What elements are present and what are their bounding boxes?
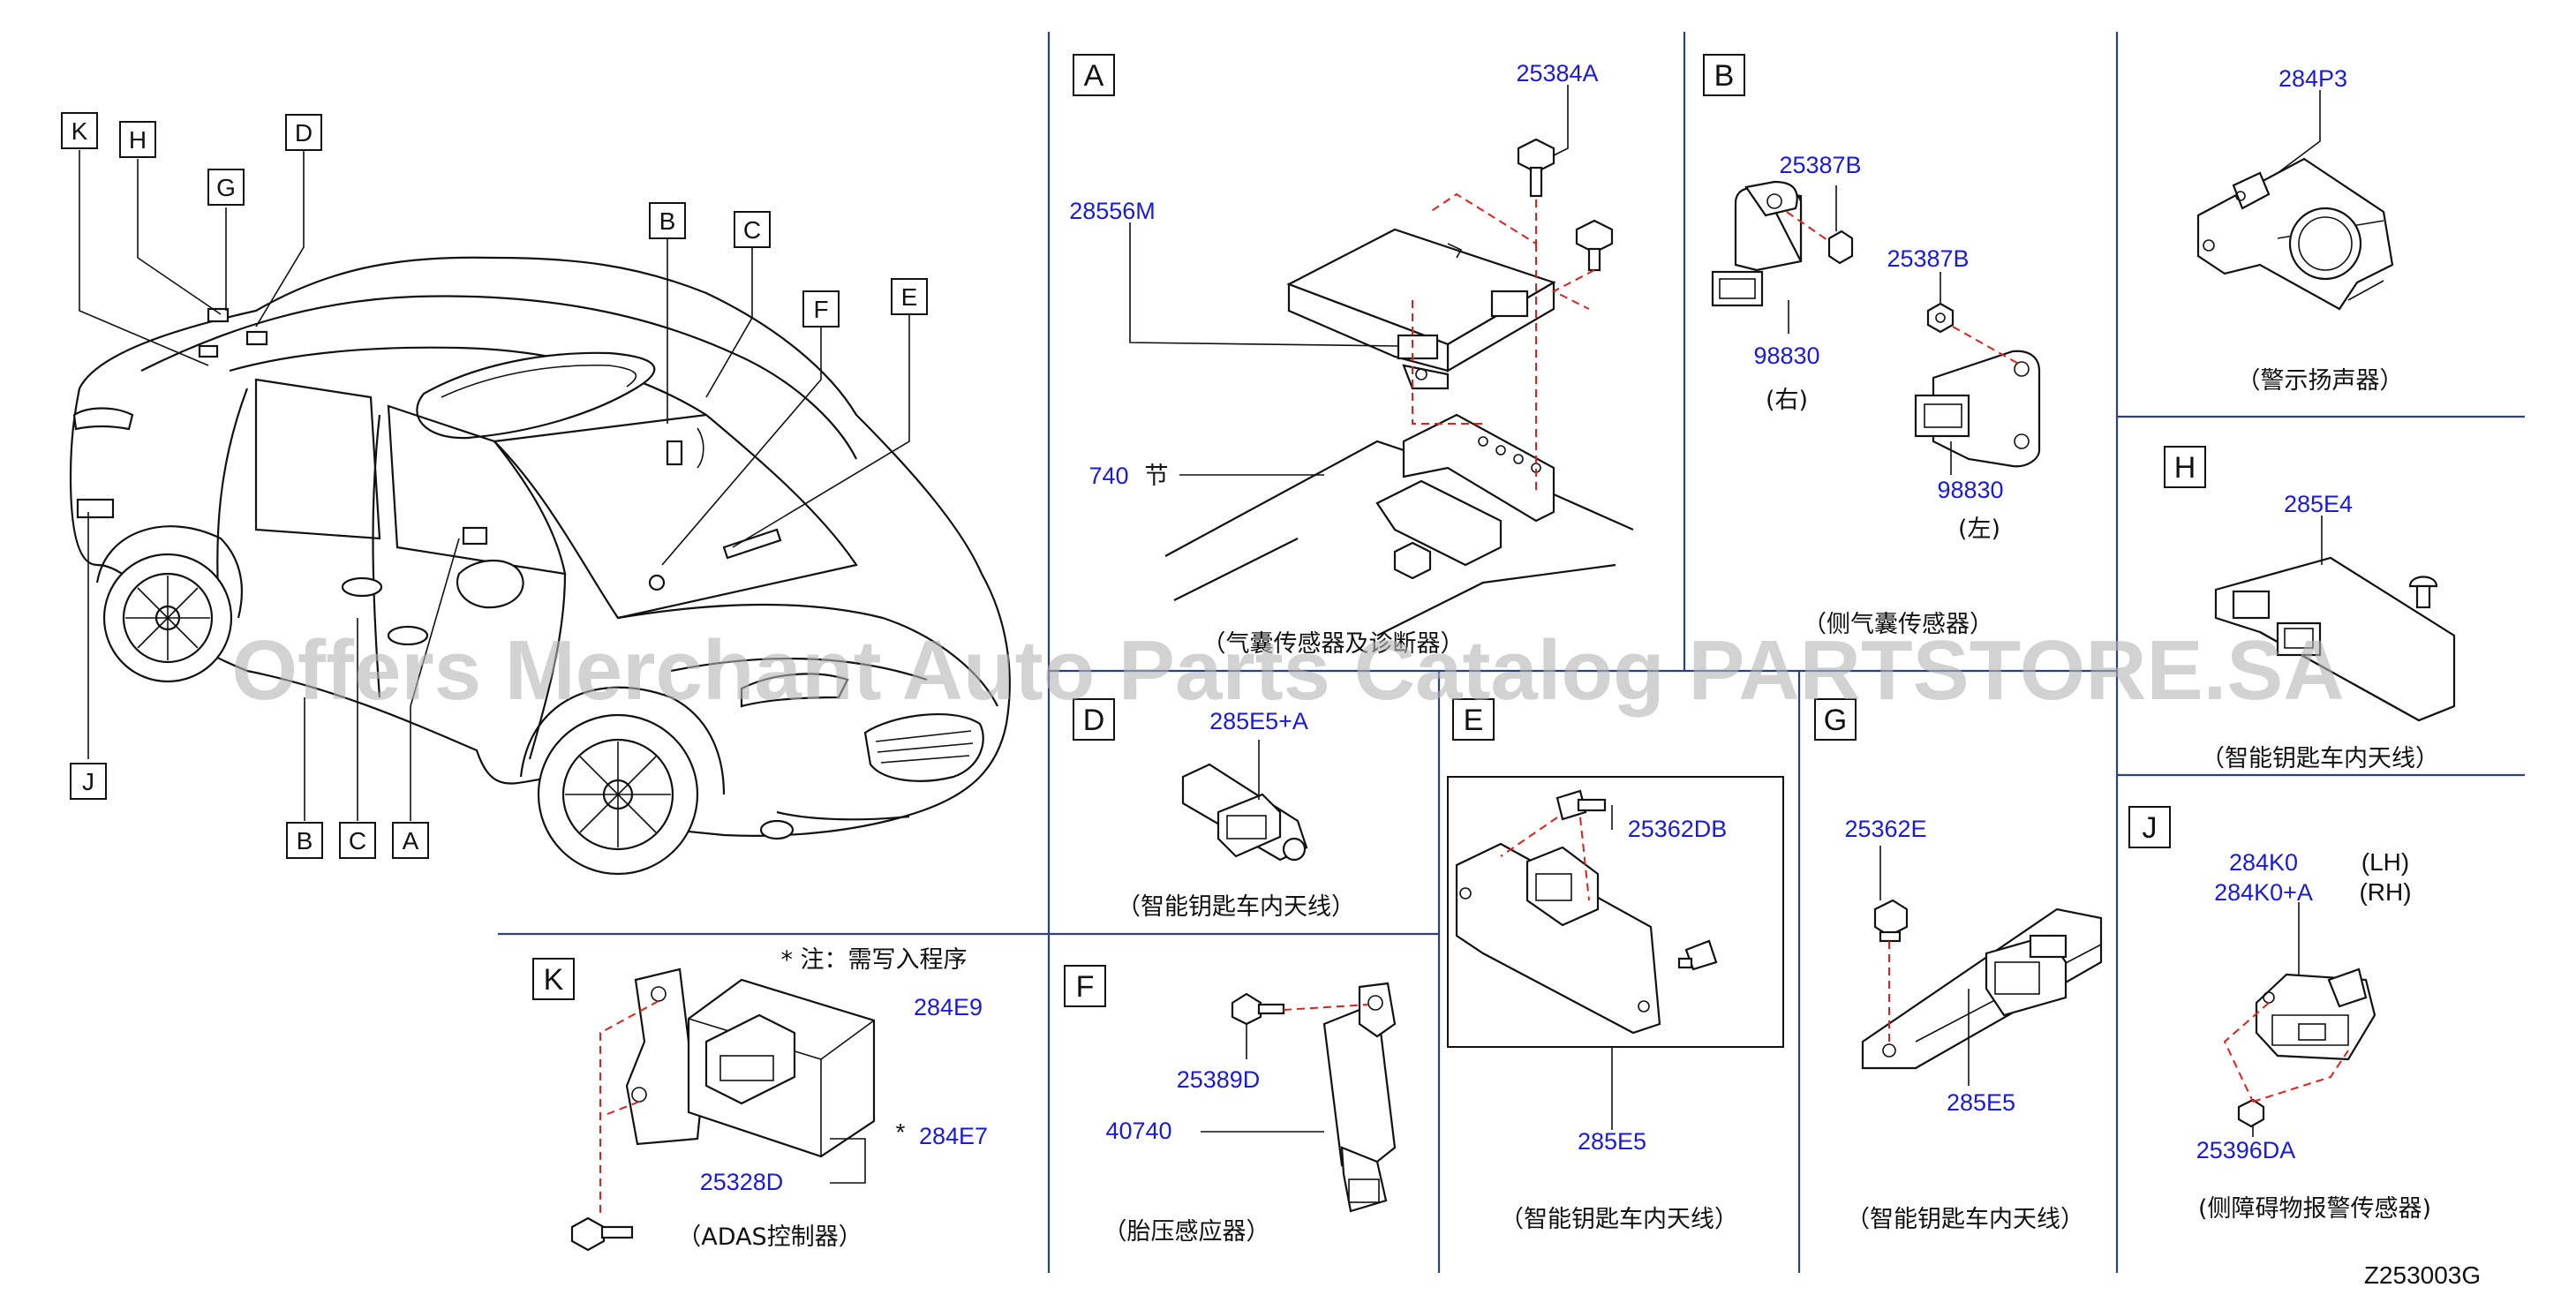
- section-e: E 25362DB 285E5 （智能钥匙车内天线）: [1447, 698, 1784, 1233]
- vehicle-callout-letter: E: [901, 283, 918, 311]
- section-b-letter-box: [1703, 54, 1745, 96]
- part-number-285E4: 285E4: [2284, 491, 2353, 517]
- part-number-25387B-left: 25387B: [1887, 245, 1969, 272]
- section-k-star: *: [896, 1118, 906, 1146]
- section-e-letter-box: [1452, 698, 1495, 741]
- part-number-98830-left: 98830: [1937, 477, 2003, 503]
- programming-note: * 注：需写入程序: [780, 946, 967, 974]
- section-g-letter: G: [1824, 704, 1847, 737]
- vehicle-callout-box: [207, 169, 245, 206]
- part-number-25389D: 25389D: [1177, 1066, 1261, 1093]
- section-b-side-right: (右): [1766, 387, 1808, 414]
- vehicle-callout-box: [339, 822, 376, 859]
- section-warning-speaker-caption: （警示扬声器）: [2237, 367, 2404, 395]
- part-number-284P3: 284P3: [2278, 65, 2347, 92]
- vehicle-callout-box: [649, 202, 686, 239]
- part-number-285E5+A: 285E5+A: [1209, 708, 1308, 734]
- vehicle-callout-box: [392, 822, 429, 859]
- section-g: G 25362E 285E5 （智能钥匙车内天线）: [1814, 698, 2103, 1233]
- section-j-letter: J: [2143, 811, 2158, 845]
- vehicle-callout-box: [285, 114, 322, 151]
- vehicle-callout-letter: H: [129, 126, 147, 154]
- watermark-text: Offers Merchant Auto Parts Catalog PARTS…: [231, 623, 2344, 718]
- part-number-25387B-right: 25387B: [1779, 152, 1861, 178]
- vehicle-callout-box: [891, 278, 928, 315]
- section-a-ref-number: 740: [1088, 463, 1128, 489]
- section-warning-speaker: 284P3 （警示扬声器）: [2196, 65, 2404, 395]
- vehicle-callout-letter: B: [659, 207, 676, 235]
- part-number-284E9: 284E9: [914, 994, 983, 1020]
- vehicle-illustration: [69, 256, 1011, 876]
- section-f-caption: （胎压感应器）: [1103, 1218, 1270, 1246]
- vehicle-callout-letter: C: [349, 827, 366, 855]
- part-number-28556M: 28556M: [1069, 198, 1156, 224]
- section-h-caption: （智能钥匙车内天线）: [2201, 745, 2439, 772]
- section-e-caption: （智能钥匙车内天线）: [1500, 1206, 1738, 1233]
- section-f-letter: F: [1076, 970, 1095, 1004]
- section-d-letter-box: [1073, 698, 1115, 741]
- section-j-side-rh: (RH): [2359, 878, 2411, 906]
- section-g-letter-box: [1814, 698, 1857, 741]
- vehicle-callout-letter: D: [295, 119, 313, 147]
- section-a-letter-box: [1073, 54, 1115, 96]
- section-a-letter: A: [1084, 59, 1104, 93]
- part-number-284E7: 284E7: [919, 1123, 988, 1149]
- vehicle-callout-box: [119, 121, 156, 158]
- section-b-caption: （侧气囊传感器）: [1803, 611, 1993, 638]
- vehicle-callout-letter: B: [297, 827, 313, 855]
- diagram-code: Z253003G: [2364, 1261, 2481, 1289]
- part-number-284K0: 284K0: [2229, 849, 2298, 876]
- vehicle-callout-letter: G: [216, 174, 236, 201]
- section-h-letter: H: [2174, 451, 2196, 485]
- vehicle-callout-box: [734, 211, 771, 248]
- section-d-caption: （智能钥匙车内天线）: [1117, 893, 1355, 921]
- section-f: F 25389D 40740 （胎压感应器）: [1064, 965, 1397, 1246]
- vehicle-callout-letter: A: [403, 827, 419, 855]
- section-h: H 285E4 （智能钥匙车内天线）: [2164, 446, 2456, 772]
- vehicle-callout-box: [802, 290, 840, 328]
- section-k-letter-box: [532, 958, 575, 1000]
- part-number-25362DB: 25362DB: [1628, 816, 1728, 842]
- section-j-caption: (侧障碍物报警传感器): [2198, 1195, 2431, 1223]
- section-k-letter: K: [544, 963, 564, 997]
- vehicle-callout-letter: J: [82, 768, 94, 795]
- vehicle-callouts: K H G D B C F E J B C A: [61, 112, 928, 859]
- section-b-side-left: (左): [1958, 516, 2000, 543]
- section-b: B 25387B 98830 (右) 25387B 98830 (左) （侧气囊…: [1703, 54, 2041, 638]
- part-number-25396DA: 25396DA: [2196, 1137, 2296, 1163]
- section-g-caption: （智能钥匙车内天线）: [1846, 1206, 2084, 1233]
- section-k-caption: （ADAS控制器）: [677, 1223, 862, 1251]
- section-j: J 284K0 284K0+A (LH) (RH) 25396DA (侧障碍物报…: [2128, 806, 2431, 1223]
- section-d: D 285E5+A （智能钥匙车内天线）: [1073, 698, 1355, 921]
- section-a-ref-suffix: 节: [1145, 463, 1169, 490]
- part-number-285E5-e: 285E5: [1578, 1128, 1646, 1155]
- section-a-caption: （气囊传感器及诊断器）: [1202, 630, 1465, 658]
- part-number-284K0+A: 284K0+A: [2214, 879, 2313, 906]
- section-b-letter: B: [1714, 59, 1735, 93]
- section-j-side-lh: (LH): [2361, 848, 2409, 876]
- section-a: A 25384A 28556M 740 节 （气囊传感器及诊断器）: [1069, 54, 1634, 658]
- vehicle-callout-letter: K: [72, 117, 88, 145]
- vehicle-callout-box: [286, 822, 323, 859]
- section-dividers: [498, 32, 2525, 1273]
- part-number-25362E: 25362E: [1844, 816, 1926, 842]
- part-number-98830-right: 98830: [1753, 343, 1819, 369]
- part-number-25384A: 25384A: [1516, 60, 1598, 87]
- vehicle-leaders: [79, 148, 910, 821]
- part-number-25328D: 25328D: [700, 1169, 784, 1195]
- section-k: K 284E9 * 284E7 25328D （ADAS控制器） * 注：需写入…: [532, 946, 988, 1252]
- vehicle-callout-box: [70, 763, 107, 800]
- section-h-letter-box: [2164, 446, 2206, 488]
- part-number-285E5-g: 285E5: [1947, 1089, 2015, 1116]
- vehicle-callout-letter: C: [743, 216, 761, 244]
- vehicle-callout-letter: F: [813, 296, 828, 323]
- part-number-40740: 40740: [1105, 1118, 1171, 1144]
- section-f-letter-box: [1064, 965, 1106, 1007]
- vehicle-callout-box: [61, 112, 98, 149]
- section-j-letter-box: [2128, 806, 2171, 848]
- section-d-letter: D: [1083, 704, 1105, 737]
- section-e-letter: E: [1464, 704, 1484, 737]
